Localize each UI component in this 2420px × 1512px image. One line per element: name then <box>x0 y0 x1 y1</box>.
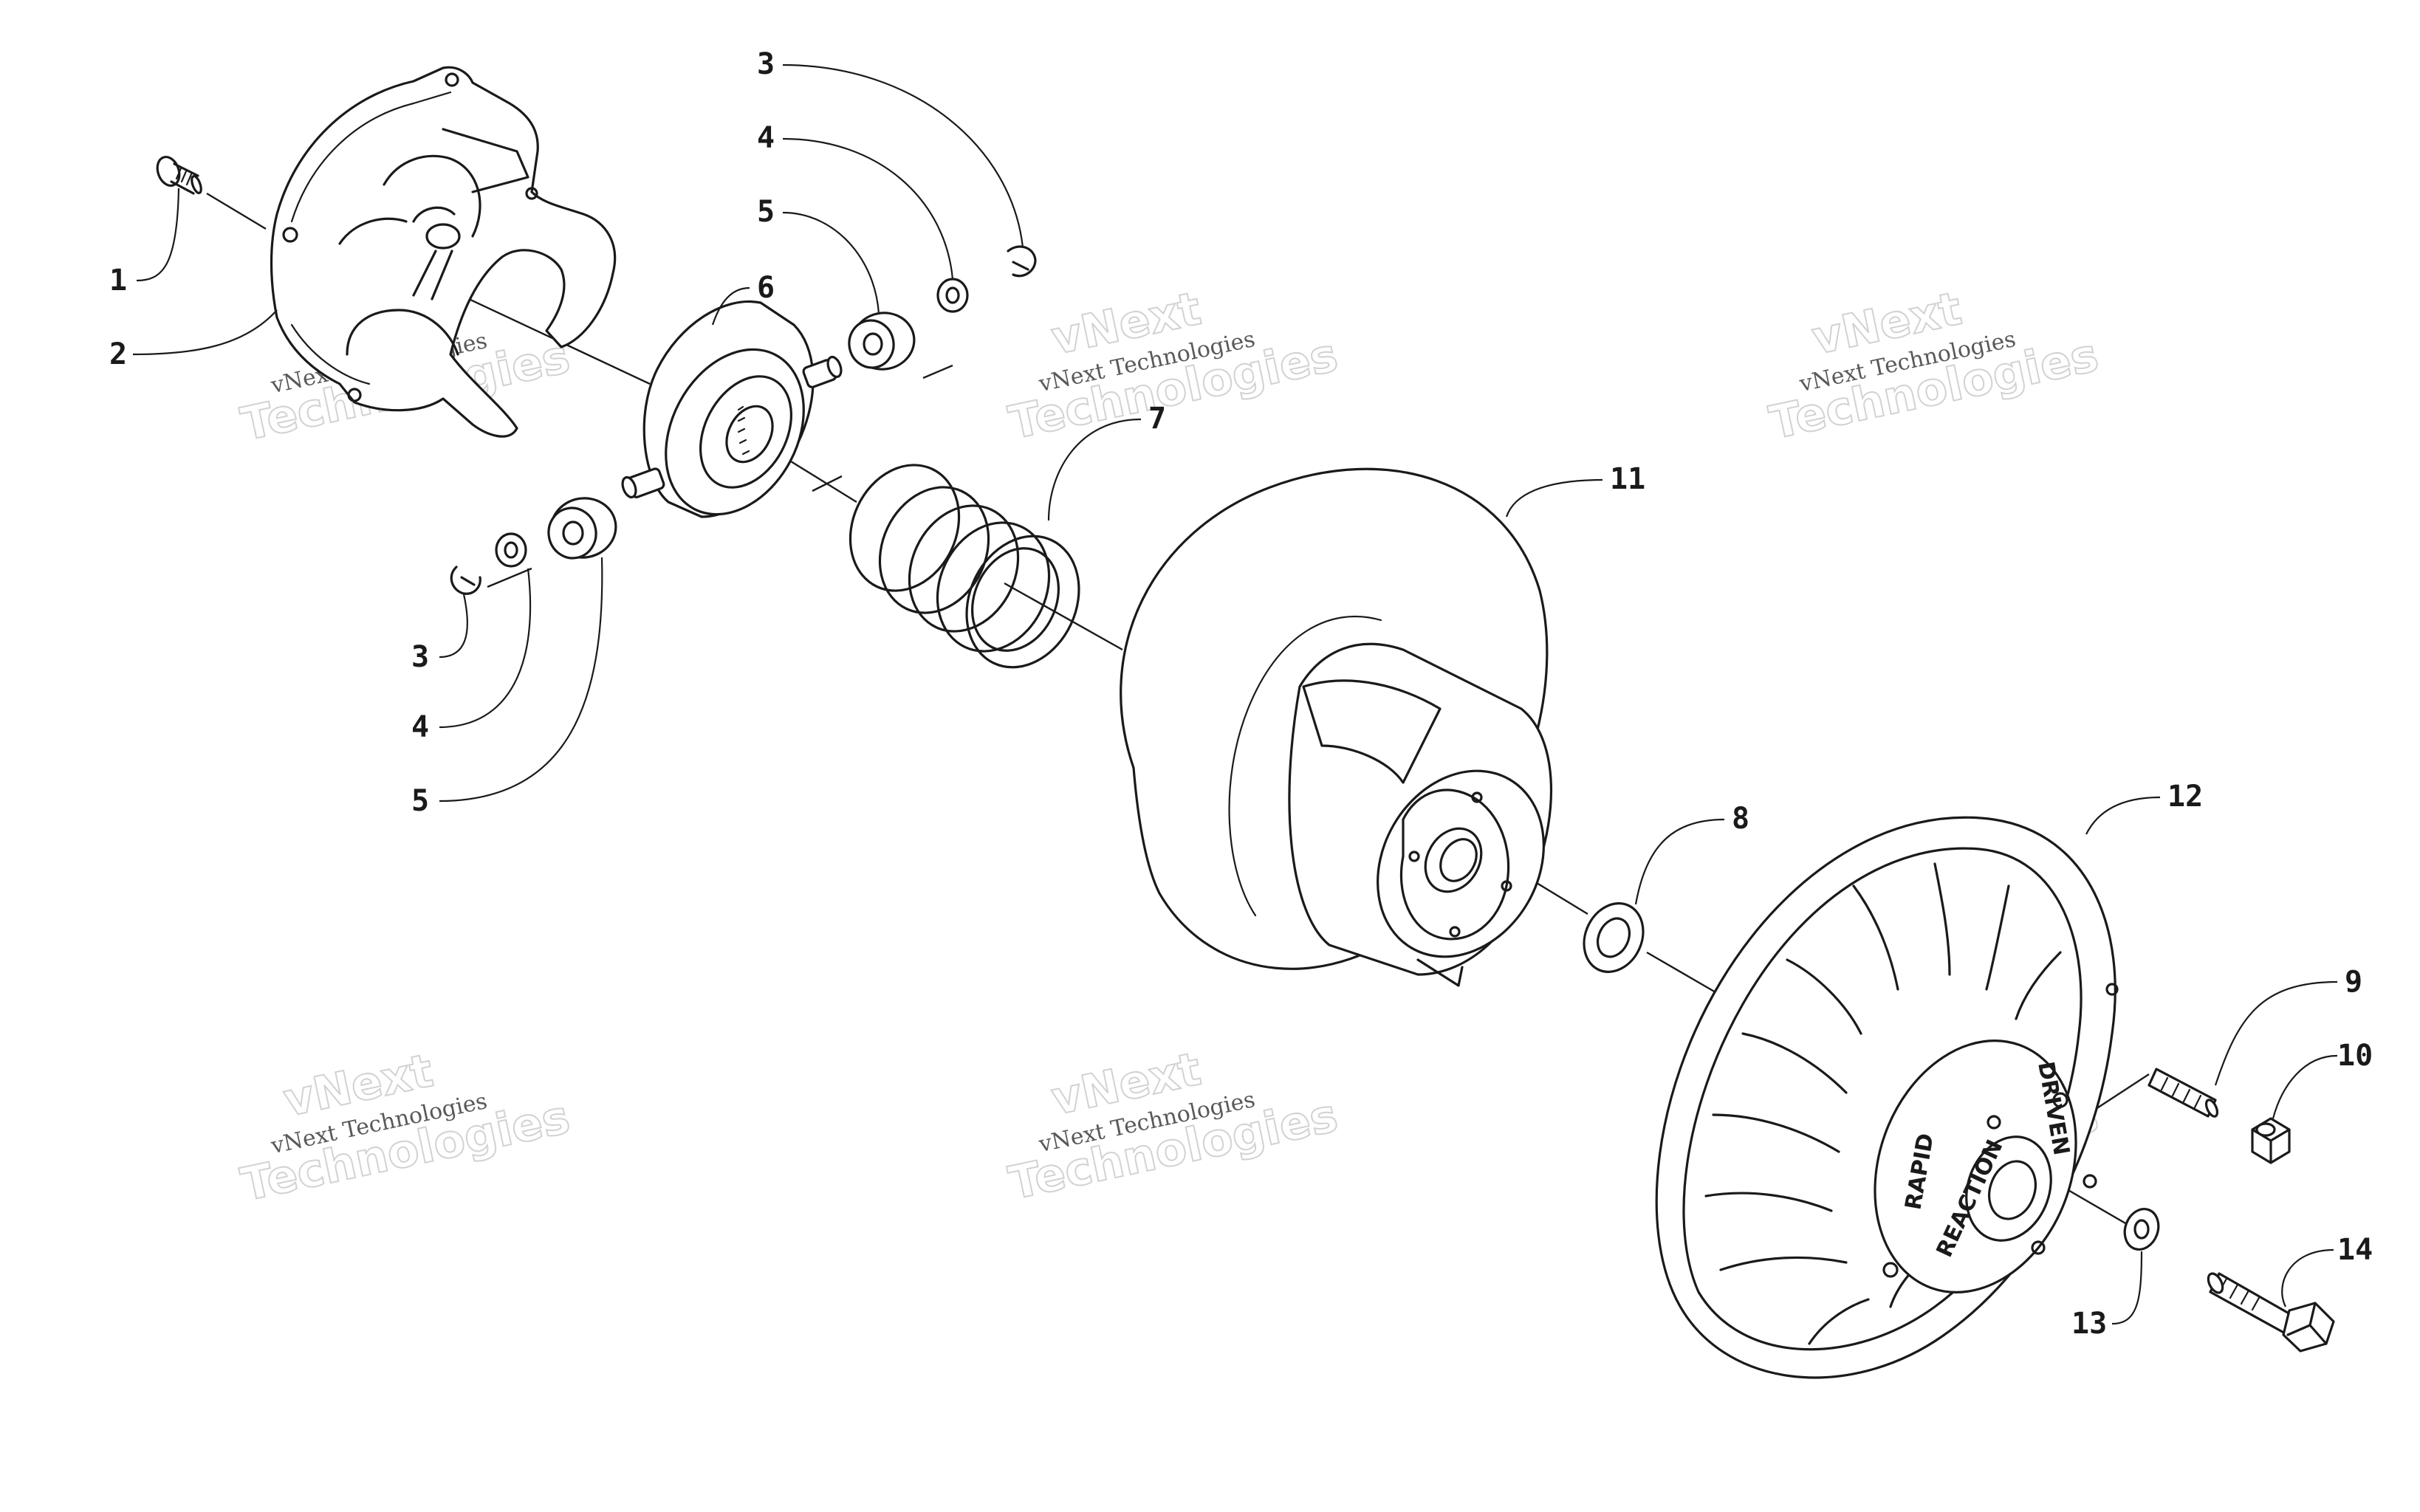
part-2-cam-cover <box>270 66 617 438</box>
watermark-top-right: vNext Technologies vNext Technologies <box>1764 281 2103 450</box>
part-11-sheave <box>1120 467 1553 987</box>
part-13-washer <box>2123 1208 2160 1251</box>
callout-4-top: 4 <box>757 121 775 155</box>
callout-3-bottom: 3 <box>411 640 429 674</box>
leader-lines <box>132 63 2338 1325</box>
callout-3-top: 3 <box>757 47 775 81</box>
part-10-nut <box>2251 1117 2291 1164</box>
part-7-spring <box>849 464 1080 669</box>
callout-14: 14 <box>2337 1233 2373 1267</box>
watermark-bottom-left: vNext Technologies vNext Technologies <box>236 1042 575 1212</box>
callout-13: 13 <box>2071 1307 2107 1341</box>
callout-4-bottom: 4 <box>411 710 429 744</box>
callout-10: 10 <box>2337 1039 2373 1073</box>
part-5-roller-top <box>848 312 916 371</box>
part-8-washer <box>1583 902 1645 973</box>
callout-9: 9 <box>2345 965 2362 999</box>
part-5-roller-bottom <box>547 497 617 560</box>
part-9-stud <box>2148 1068 2219 1118</box>
part-1-screw <box>156 156 202 195</box>
callout-12: 12 <box>2167 780 2203 814</box>
callout-5-top: 5 <box>757 195 775 229</box>
callout-11: 11 <box>1610 462 1645 496</box>
callout-6: 6 <box>757 271 775 305</box>
part-14-bolt <box>2207 1272 2335 1353</box>
watermark-bottom-center: vNext Technologies vNext Technologies <box>1004 1041 1343 1211</box>
callout-5-bottom: 5 <box>411 784 429 818</box>
part-3-e-clip-bottom <box>450 566 481 595</box>
part-4-washer-bottom <box>495 532 527 568</box>
part-3-e-clip-top <box>1007 245 1037 278</box>
part-4-washer-top <box>936 278 969 313</box>
part-6-hub <box>621 300 843 518</box>
callout-7: 7 <box>1148 402 1166 436</box>
part-12-stationary-sheave: RAPID REACTION DRIVEN <box>1655 816 2119 1379</box>
callout-2: 2 <box>109 337 127 371</box>
callout-1: 1 <box>109 264 127 298</box>
callout-8: 8 <box>1732 802 1749 836</box>
